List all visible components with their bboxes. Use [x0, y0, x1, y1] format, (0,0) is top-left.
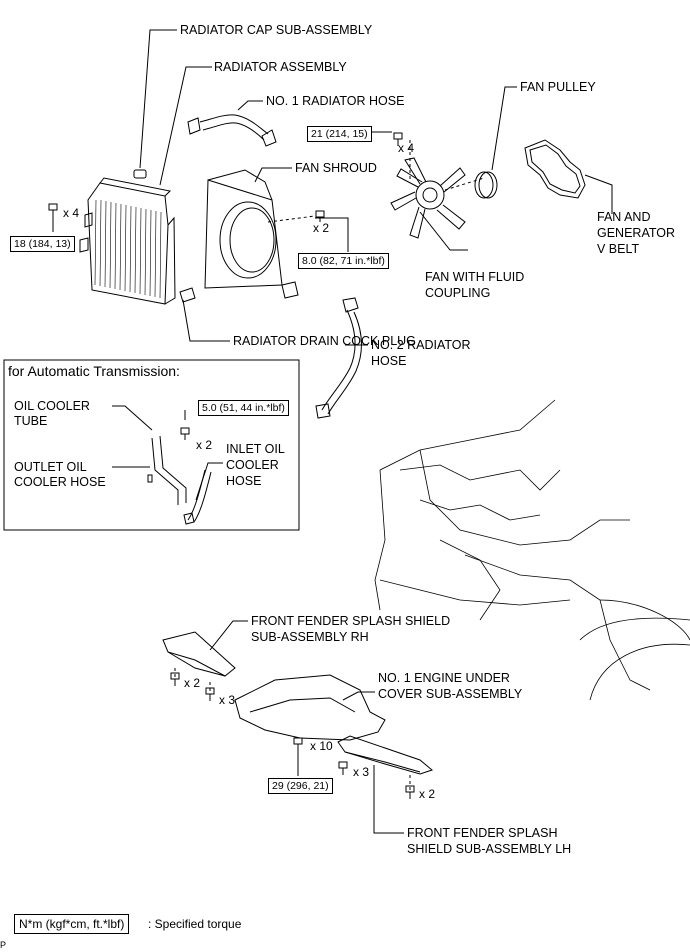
radiator-cap [133, 169, 147, 179]
label-splash-lh-line2: SHIELD SUB-ASSEMBLY LH [407, 842, 572, 856]
drain-cock-plug [179, 287, 196, 303]
label-inlet-hose-line3: HOSE [226, 474, 262, 488]
qty-shroud-bolt: x 2 [313, 221, 330, 235]
label-radiator-assembly: RADIATOR ASSEMBLY [214, 60, 347, 74]
label-drain-cock-plug: RADIATOR DRAIN COCK PLUG [233, 334, 416, 348]
label-radiator-cap: RADIATOR CAP SUB-ASSEMBLY [180, 23, 373, 37]
label-splash-rh-line2: SUB-ASSEMBLY RH [251, 630, 369, 644]
label-oil-cooler-tube-line1: OIL COOLER [14, 399, 90, 413]
label-fan-belt-line1: FAN AND [597, 210, 651, 224]
no1-radiator-hose [187, 114, 277, 147]
automatic-transmission-title: for Automatic Transmission: [8, 363, 180, 379]
corner-mark: P [0, 940, 7, 950]
splash-shield-rh [162, 631, 236, 677]
oil-cooler-parts [147, 435, 212, 525]
label-fan-coupling-line1: FAN WITH FLUID [425, 270, 525, 284]
torque-radiator-bolt: 18 (184, 13) [10, 236, 75, 252]
torque-fan-nut: 21 (214, 15) [307, 126, 372, 142]
radiator-assembly [79, 177, 176, 305]
bolt-symbols [48, 132, 415, 799]
automatic-transmission-panel [3, 359, 300, 531]
qty-under-cover-bolt: x 10 [310, 739, 333, 753]
fan-shroud [204, 169, 299, 299]
qty-fan-nut: x 4 [398, 141, 415, 155]
label-under-cover-line2: COVER SUB-ASSEMBLY [378, 687, 523, 701]
torque-shroud-bolt: 8.0 (82, 71 in.*lbf) [298, 253, 389, 269]
label-splash-lh-line1: FRONT FENDER SPLASH [407, 826, 558, 840]
label-no2-radiator-hose-line2: HOSE [371, 354, 407, 368]
qty-splash-lh-bolt-b: x 2 [419, 787, 436, 801]
qty-splash-lh-bolt-a: x 3 [353, 765, 370, 779]
legend-torque-unit-box: N*m (kgf*cm, ft.*lbf) [14, 914, 130, 934]
label-under-cover-line1: NO. 1 ENGINE UNDER [378, 671, 510, 685]
qty-splash-rh-bolt-a: x 2 [184, 676, 201, 690]
legend-torque-description: : Specified torque [148, 917, 242, 931]
fan-pulley [474, 171, 498, 199]
qty-radiator-bolt: x 4 [63, 206, 80, 220]
label-fan-belt-line2: GENERATOR [597, 226, 676, 240]
torque-under-cover-bolt: 29 (296, 21) [268, 778, 333, 794]
dashed-guides [174, 140, 485, 790]
qty-splash-rh-bolt-b: x 3 [219, 693, 236, 707]
torque-leaders [52, 131, 392, 776]
label-no2-radiator-hose-line1: NO. 2 RADIATOR [371, 338, 471, 352]
vehicle-front-outline [374, 399, 690, 701]
label-inlet-hose-line1: INLET OIL [226, 442, 285, 456]
label-outlet-hose-line1: OUTLET OIL [14, 460, 87, 474]
label-no1-radiator-hose: NO. 1 RADIATOR HOSE [266, 94, 405, 108]
label-fan-coupling-line2: COUPLING [425, 286, 491, 300]
v-belt [524, 139, 586, 199]
label-fan-belt-line3: V BELT [597, 242, 640, 256]
engine-under-cover [234, 674, 386, 741]
no2-radiator-hose [315, 297, 362, 419]
torque-oil-cooler-bolt: 5.0 (51, 44 in.*lbf) [198, 400, 289, 416]
label-inlet-hose-line2: COOLER [226, 458, 279, 472]
label-outlet-hose-line2: COOLER HOSE [14, 475, 106, 489]
qty-oil-cooler-bolt: x 2 [196, 438, 213, 452]
label-fan-shroud: FAN SHROUD [295, 161, 377, 175]
fan-with-fluid-coupling [390, 157, 466, 239]
splash-shield-lh [337, 735, 434, 775]
leader-lines [112, 29, 613, 834]
label-fan-pulley: FAN PULLEY [520, 80, 596, 94]
label-oil-cooler-tube-line2: TUBE [14, 414, 48, 428]
label-splash-rh-line1: FRONT FENDER SPLASH SHIELD [251, 614, 451, 628]
